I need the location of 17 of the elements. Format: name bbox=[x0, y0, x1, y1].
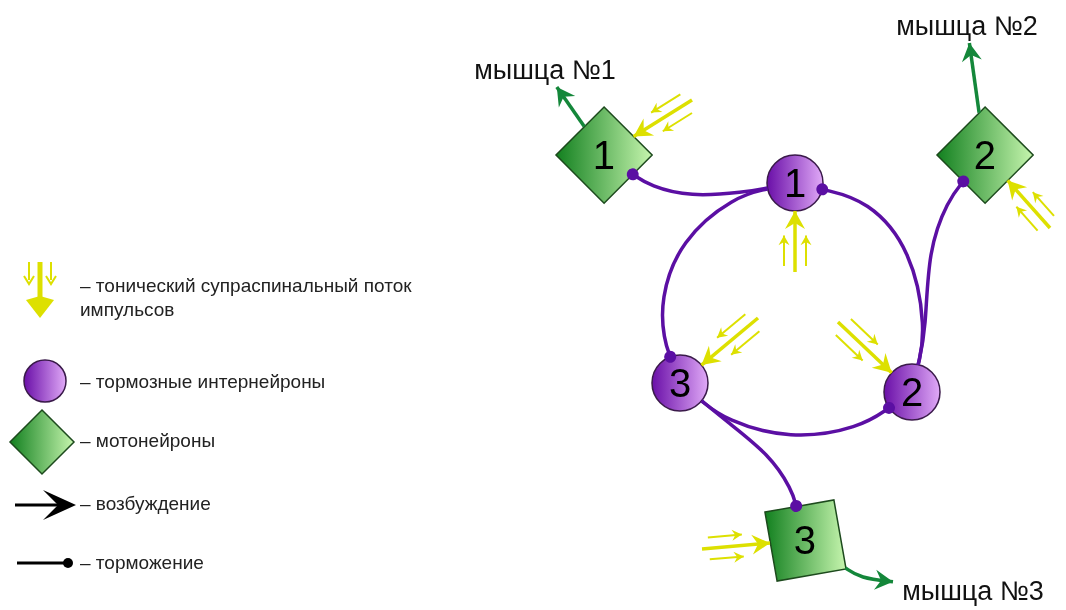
muscle-label: мышца №1 bbox=[465, 53, 625, 87]
node-number: 1 bbox=[783, 163, 807, 203]
node-number: 1 bbox=[592, 135, 616, 175]
node-number: 3 bbox=[668, 363, 692, 403]
legend-text: – тормозные интернейроны bbox=[80, 370, 327, 394]
node-number: 2 bbox=[900, 372, 924, 412]
muscle-label: мышца №2 bbox=[897, 9, 1037, 43]
interneuron-circle bbox=[765, 153, 825, 213]
node-number: 2 bbox=[973, 135, 997, 175]
legend-text: – торможение bbox=[80, 551, 205, 575]
interneuron-circle bbox=[882, 362, 942, 422]
node-number: 3 bbox=[793, 520, 817, 560]
legend-text: – тонический супраспинальный поток импульсов bbox=[80, 274, 413, 322]
legend-text: – мотонейроны bbox=[80, 429, 217, 453]
interneuron-circle bbox=[650, 353, 710, 413]
legend-text: – возбуждение bbox=[80, 492, 212, 516]
muscle-label: мышца №3 bbox=[893, 574, 1053, 608]
